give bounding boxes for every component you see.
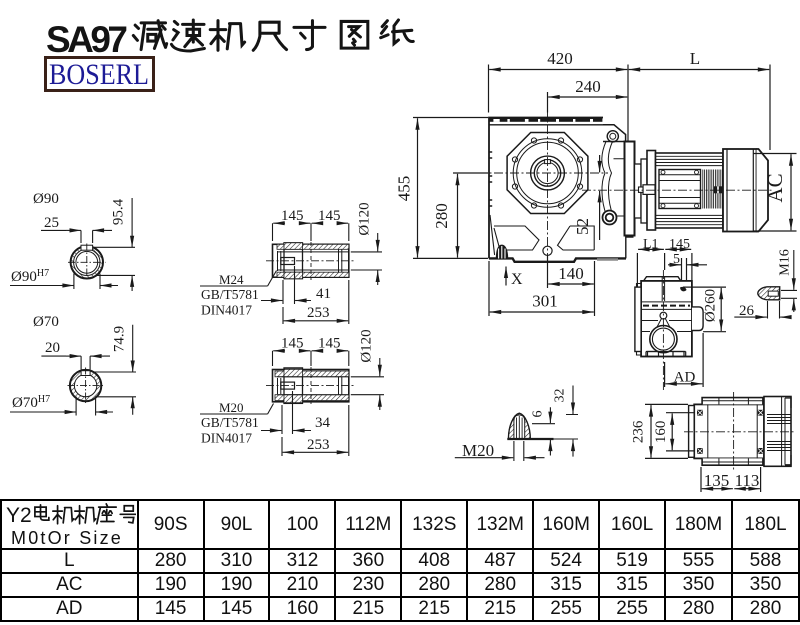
- svg-text:145: 145: [281, 336, 304, 352]
- svg-text:95.4: 95.4: [111, 198, 127, 225]
- svg-text:74.9: 74.9: [112, 326, 128, 352]
- svg-text:135: 135: [704, 471, 730, 490]
- svg-text:301: 301: [532, 292, 558, 311]
- svg-text:Ø70H7: Ø70H7: [12, 394, 50, 411]
- svg-text:280: 280: [432, 203, 451, 229]
- svg-text:32: 32: [553, 389, 568, 403]
- svg-text:145: 145: [318, 336, 341, 352]
- svg-text:M0tOr Size: M0tOr Size: [11, 528, 123, 548]
- svg-text:455: 455: [395, 176, 414, 202]
- svg-text:6: 6: [531, 411, 546, 418]
- svg-text:Ø120: Ø120: [359, 329, 375, 362]
- svg-text:GB/T5781: GB/T5781: [201, 287, 259, 302]
- svg-text:M16: M16: [778, 249, 793, 275]
- svg-text:M20: M20: [462, 441, 494, 460]
- svg-text:AD: AD: [674, 370, 696, 386]
- svg-text:26: 26: [739, 303, 755, 319]
- svg-text:160: 160: [653, 421, 669, 444]
- svg-text:20: 20: [45, 340, 60, 356]
- svg-text:145: 145: [318, 208, 341, 224]
- svg-text:Ø260: Ø260: [703, 289, 719, 322]
- svg-text:DIN4017: DIN4017: [201, 431, 252, 446]
- svg-text:SA97: SA97: [46, 19, 128, 60]
- svg-text:420: 420: [547, 49, 573, 68]
- svg-text:240: 240: [575, 77, 601, 96]
- svg-text:DIN4017: DIN4017: [201, 303, 252, 318]
- svg-text:25: 25: [44, 215, 59, 231]
- svg-text:Y2: Y2: [6, 504, 32, 527]
- svg-text:253: 253: [307, 305, 330, 321]
- svg-text:M20: M20: [219, 400, 244, 415]
- svg-text:M24: M24: [219, 272, 244, 287]
- svg-text:145: 145: [281, 208, 304, 224]
- svg-text:41: 41: [316, 286, 331, 302]
- svg-text:236: 236: [631, 420, 647, 443]
- svg-text:Ø90H7: Ø90H7: [11, 268, 49, 285]
- svg-text:BOSERL: BOSERL: [49, 58, 149, 91]
- svg-text:140: 140: [558, 264, 584, 283]
- svg-text:L: L: [690, 49, 700, 68]
- svg-text:Ø120: Ø120: [357, 202, 373, 235]
- svg-text:5: 5: [673, 252, 680, 267]
- svg-text:253: 253: [307, 437, 330, 453]
- svg-text:Ø70: Ø70: [33, 314, 59, 330]
- svg-text:GB/T5781: GB/T5781: [201, 415, 259, 430]
- svg-text:113: 113: [735, 471, 760, 490]
- svg-text:Ø90: Ø90: [33, 191, 59, 207]
- svg-text:34: 34: [315, 415, 331, 431]
- svg-text:X: X: [511, 271, 523, 288]
